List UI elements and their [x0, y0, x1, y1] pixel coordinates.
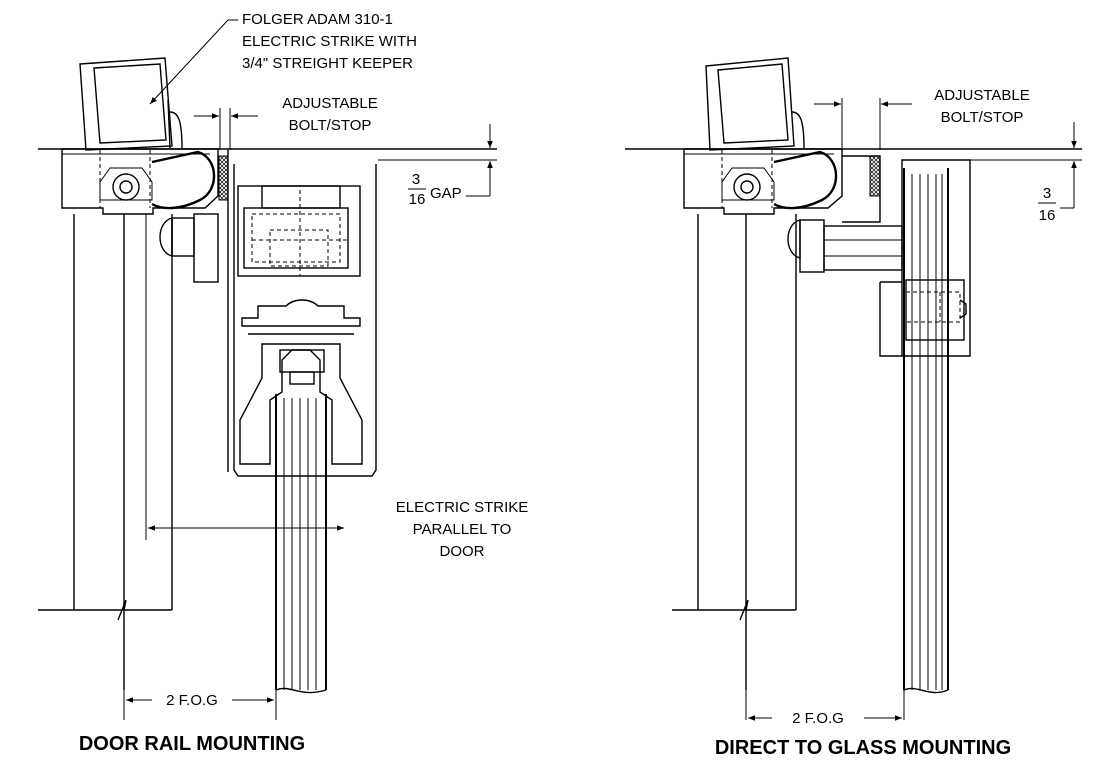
glass-clamp — [879, 159, 971, 357]
door-jamb-right — [672, 214, 797, 690]
adjustable-label-right-line1: ADJUSTABLE — [934, 87, 1030, 104]
parallel-label-line2: PARALLEL TO — [413, 521, 512, 538]
fog-dimension-left: 2 F.O.G — [166, 692, 218, 709]
adjustable-label-right-line2: BOLT/STOP — [941, 109, 1024, 126]
title-direct-to-glass-mounting: DIRECT TO GLASS MOUNTING — [715, 737, 1011, 759]
door-rail-mounting-view — [38, 19, 497, 720]
bolt-head — [159, 213, 219, 283]
electric-strike-body — [61, 99, 219, 215]
direct-to-glass-view — [625, 57, 1082, 721]
gap-numerator-right: 3 — [1043, 185, 1051, 202]
strike-label-line3: 3/4" STREIGHT KEEPER — [242, 55, 413, 72]
gap-denominator: 16 — [409, 191, 426, 208]
title-door-rail-mounting: DOOR RAIL MOUNTING — [79, 733, 305, 755]
door-rail-extrusion — [227, 150, 377, 477]
bolt-head-right — [787, 219, 903, 273]
electric-strike-body-right — [683, 111, 843, 215]
fog-dimension-right: 2 F.O.G — [792, 710, 844, 727]
gap-numerator: 3 — [412, 171, 420, 188]
gap-denominator-right: 16 — [1039, 207, 1056, 224]
parallel-label-line1: ELECTRIC STRIKE — [396, 499, 529, 516]
glass-panel — [275, 394, 327, 694]
strike-label-line1: FOLGER ADAM 310-1 — [242, 11, 393, 28]
adjustable-stop-hatch-right — [869, 155, 881, 197]
gap-word: GAP — [430, 185, 462, 202]
adjustable-stop-hatch — [218, 155, 229, 201]
glass-panel-right — [903, 168, 949, 694]
parallel-label-line3: DOOR — [440, 543, 485, 560]
strike-keeper — [79, 57, 173, 151]
door-jamb — [38, 214, 173, 690]
strike-keeper-right — [705, 57, 795, 151]
adjustable-label-line2: BOLT/STOP — [289, 117, 372, 134]
strike-label-line2: ELECTRIC STRIKE WITH — [242, 33, 417, 50]
adjustable-label-line1: ADJUSTABLE — [282, 95, 378, 112]
